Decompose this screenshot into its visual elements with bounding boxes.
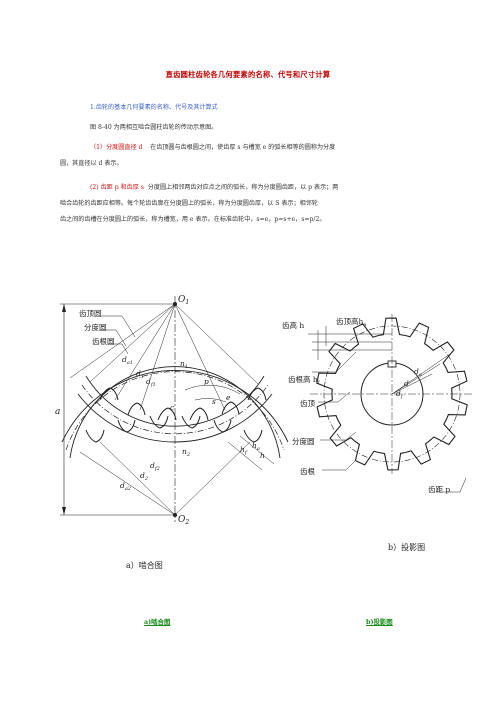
label-da2: da2 xyxy=(120,481,131,492)
label-tooth-root: 齿根 xyxy=(300,466,315,476)
label-pitch: 齿距 p xyxy=(428,485,450,494)
figure-caption-b: b）投影图 xyxy=(388,543,426,552)
figure-caption-a: a）啮合图 xyxy=(126,561,163,570)
label-da: da xyxy=(414,367,422,378)
page-title: 直齿圆柱齿轮各几何要素的名称、代号和尺寸计算 xyxy=(165,70,331,79)
item-2-text: 分度圆上相邻两齿对应点之间的弧长，称为分度圆齿距，以 p 表示；两 xyxy=(147,184,339,191)
item-2-marker: (2) 齿距 p 和齿厚 s xyxy=(90,184,144,191)
label-d1: d1 xyxy=(136,369,144,380)
label-o1: O1 xyxy=(178,295,189,306)
label-tooth-top: 齿顶 xyxy=(300,399,315,408)
label-d: d xyxy=(404,379,409,388)
item-1-line-1: （1）分度圆直径 d 在齿顶圆与齿根圆之间，使齿厚 s 与槽宽 e 的弧长相等的… xyxy=(90,142,335,154)
label-df1: df1 xyxy=(146,377,156,388)
label-n1: n1 xyxy=(180,359,188,370)
label-e: e xyxy=(226,393,231,402)
projection-labels: 齿高 h 齿顶高ha 齿根高 hf 齿顶 分度圆 齿根 齿距 p da d df xyxy=(282,316,450,494)
label-dedendum: 齿根高 hf xyxy=(288,374,321,386)
section-heading: 1.齿轮的基本几何要素的名称、代号及其计算式 xyxy=(90,104,218,111)
label-tooth-height: 齿高 h xyxy=(282,320,304,330)
label-df2: df2 xyxy=(150,461,160,472)
item-2-line-1: (2) 齿距 p 和齿厚 s 分度圆上相邻两齿对应点之间的弧长，称为分度圆齿距，… xyxy=(90,182,338,194)
projection-diagram xyxy=(308,314,472,493)
item-1-marker: （1）分度圆直径 d xyxy=(90,144,143,151)
label-a: a xyxy=(55,407,60,417)
label-pitch-circle: 分度圆 xyxy=(84,322,107,332)
label-da1: da1 xyxy=(122,355,133,366)
item-1-text: 在齿顶圆与齿根圆之间，使齿厚 s 与槽宽 e 的弧长相等的圆称为分度 xyxy=(150,144,336,151)
label-o2: O2 xyxy=(178,515,189,526)
label-h: h xyxy=(260,451,265,460)
intro-text: 图 8-40 为两相互啮合圆柱齿轮的传动示意图。 xyxy=(90,124,218,131)
meshing-diagram xyxy=(60,296,289,522)
label-df: df xyxy=(396,389,404,400)
meshing-labels: 齿顶圆 分度圆 齿根圆 O1 O2 a da1 d1 df1 n1 n2 p e… xyxy=(55,295,265,526)
label-s: s xyxy=(212,397,216,406)
label-hf: hf xyxy=(240,445,248,456)
caption-b: b)投影图 xyxy=(366,618,393,626)
label-addendum-circle: 齿顶圆 xyxy=(79,309,102,318)
gear-figure: 齿顶圆 分度圆 齿根圆 O1 O2 a da1 d1 df1 n1 n2 p e… xyxy=(55,295,472,526)
label-d2: d2 xyxy=(140,471,148,482)
label-n2: n2 xyxy=(182,447,190,458)
item-2-line-2: 啮合齿轮的齿距应相等。每个轮齿齿廓在分度圆上的弧长，称为分度圆齿厚，以 S 表示… xyxy=(60,200,318,207)
label-addendum: 齿顶高ha xyxy=(336,316,366,328)
caption-a: a)啮合图 xyxy=(144,618,171,626)
label-ha: ha xyxy=(252,441,260,452)
label-c: c xyxy=(170,403,175,412)
label-p: p xyxy=(204,377,209,386)
item-2-line-3: 齿之间的齿槽在分度圆上的弧长，称为槽宽，用 e 表示。在标准齿轮中，s=e，p=… xyxy=(60,216,326,223)
label-dedendum-circle: 齿根圆 xyxy=(92,336,115,346)
label-pitch-circle-right: 分度圆 xyxy=(292,436,315,446)
item-1-line-2: 圆，其直径以 d 表示。 xyxy=(60,160,123,167)
